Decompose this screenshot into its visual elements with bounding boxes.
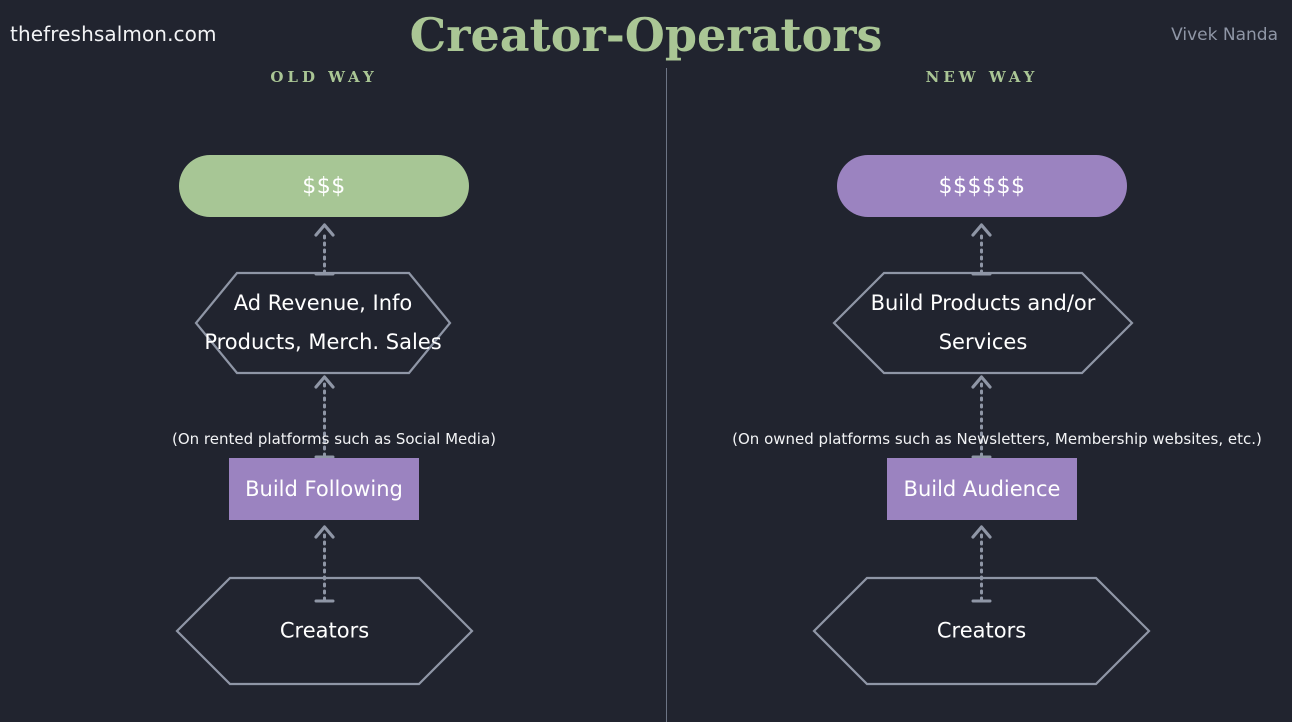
old-way-connector-following-to-monetization	[295, 368, 355, 459]
old-way-connector-creators-to-following	[295, 520, 355, 603]
old-way-money-pill: $$$	[179, 155, 469, 217]
page-title: Creator-Operators	[409, 8, 883, 62]
new-way-connector-creators-to-audience	[952, 520, 1012, 603]
new-way-monetization-hexagon: Build Products and/or Services	[832, 271, 1134, 375]
old-way-audience-label: Build Following	[245, 477, 403, 501]
column-label-new-way: NEW WAY	[925, 68, 1039, 86]
new-way-money-label: $$$$$$	[938, 173, 1026, 199]
old-way-monetization-hexagon: Ad Revenue, Info Products, Merch. Sales	[194, 271, 452, 375]
new-way-connector-monetization-to-money	[952, 218, 1012, 276]
old-way-source-hexagon: Creators	[175, 576, 474, 686]
new-way-audience-label: Build Audience	[903, 477, 1061, 501]
column-divider	[666, 68, 667, 722]
old-way-money-label: $$$	[302, 173, 346, 199]
author-label: Vivek Nanda	[1171, 25, 1278, 45]
new-way-source-hexagon: Creators	[812, 576, 1151, 686]
old-way-connector-monetization-to-money	[295, 218, 355, 276]
new-way-money-pill: $$$$$$	[837, 155, 1127, 217]
new-way-platform-note: (On owned platforms such as Newsletters,…	[732, 430, 1262, 448]
old-way-audience-box: Build Following	[229, 458, 419, 520]
old-way-platform-note: (On rented platforms such as Social Medi…	[172, 430, 496, 448]
new-way-audience-box: Build Audience	[887, 458, 1077, 520]
site-url-label: thefreshsalmon.com	[10, 22, 217, 46]
column-label-old-way: OLD WAY	[270, 68, 378, 86]
new-way-connector-audience-to-monetization	[952, 368, 1012, 459]
